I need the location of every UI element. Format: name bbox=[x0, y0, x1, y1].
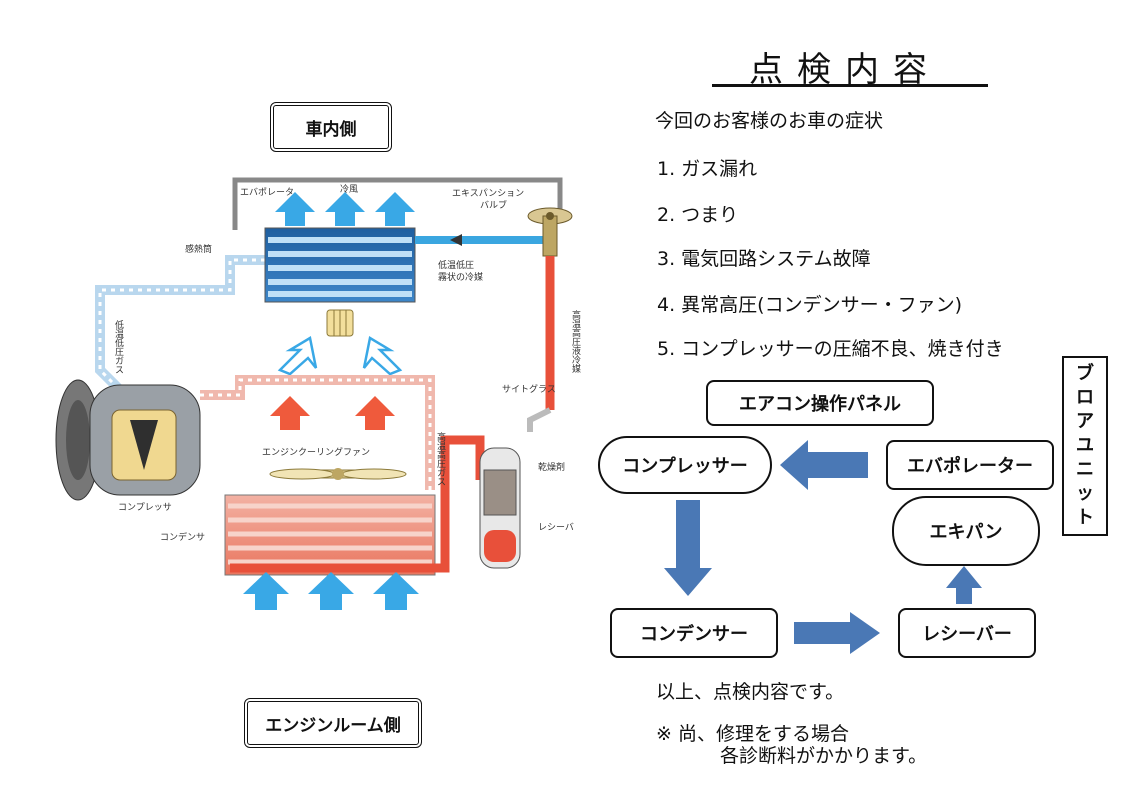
label-compressor: コンプレッサ bbox=[118, 502, 172, 513]
receiver-drier bbox=[479, 447, 521, 569]
control-panel-box: エアコン操作パネル bbox=[706, 380, 934, 426]
label-expansion-valve-1: エキスパンション bbox=[452, 188, 524, 199]
inside-car-label: 車内側 bbox=[270, 102, 392, 152]
flow-arrow-up bbox=[946, 566, 982, 604]
label-low-temp-1: 低温低圧 bbox=[438, 259, 474, 271]
blower-unit-char: ロ bbox=[1076, 387, 1094, 408]
blower-unit-char: ニ bbox=[1076, 459, 1094, 480]
symptom-item: 4. 異常高圧(コンデンサー・ファン) bbox=[657, 294, 962, 316]
label-cold-air: 冷風 bbox=[340, 183, 358, 195]
blower-unit-char: ア bbox=[1076, 411, 1094, 432]
symptom-item: 1. ガス漏れ bbox=[657, 158, 758, 180]
cooling-air-arrows bbox=[243, 572, 419, 610]
expansion-valve-box: エキパン bbox=[892, 496, 1040, 566]
blower-unit-char: ユ bbox=[1076, 435, 1094, 456]
blower-unit-char: ッ bbox=[1076, 483, 1094, 504]
label-high-pressure-gas: 高温高圧ガス bbox=[435, 431, 446, 486]
label-desiccant: 乾燥剤 bbox=[538, 461, 565, 473]
evaporator-box: エバポレーター bbox=[886, 440, 1054, 490]
conclusion-text: 以上、点検内容です。 bbox=[656, 681, 845, 703]
intake-air-arrows bbox=[277, 336, 403, 376]
compressor-unit bbox=[55, 379, 201, 501]
receiver-box: レシーバー bbox=[898, 608, 1036, 658]
blower-unit-char: ブ bbox=[1076, 363, 1094, 384]
page-title: 点検内容 bbox=[749, 50, 941, 90]
label-engine-fan: エンジンクーリングファン bbox=[262, 446, 370, 458]
label-sight-glass: サイトグラス bbox=[502, 383, 556, 395]
label-high-pressure-liquid: 高温高圧液冷媒 bbox=[570, 309, 581, 374]
blower-unit-box: ブ ロ ア ユ ニ ッ ト bbox=[1062, 356, 1108, 536]
note-line-2: 各診断料がかかります。 bbox=[720, 745, 928, 767]
blower-fan bbox=[326, 309, 354, 337]
blower-unit-char: ト bbox=[1076, 507, 1094, 528]
top-pipe bbox=[232, 177, 563, 230]
label-low-temp-2: 霧状の冷媒 bbox=[438, 271, 483, 283]
symptom-item: 3. 電気回路システム故障 bbox=[657, 248, 871, 270]
engine-room-label: エンジンルーム側 bbox=[244, 698, 422, 748]
label-expansion-valve-2: バルブ bbox=[480, 199, 507, 211]
cold-air-arrows bbox=[275, 192, 415, 226]
compressor-box: コンプレッサー bbox=[598, 436, 772, 494]
condenser-outlet-pipe bbox=[230, 435, 485, 573]
label-evaporator: エバポレータ bbox=[240, 187, 294, 198]
low-pressure-return-pipe bbox=[95, 255, 265, 394]
evaporator-coils bbox=[268, 237, 412, 297]
ac-cycle-diagram: エバポレータ 冷風 エキスパンション バルブ 感熱筒 低温低圧 霧状の冷媒 低温… bbox=[55, 177, 581, 610]
heat-arrows bbox=[270, 396, 395, 430]
condenser-box: コンデンサー bbox=[610, 608, 778, 658]
flow-arrow-left bbox=[780, 440, 868, 490]
symptoms-intro: 今回のお客様のお車の症状 bbox=[655, 110, 884, 132]
note-line-1: ※ 尚、修理をする場合 bbox=[656, 723, 849, 745]
flow-arrow-down bbox=[664, 500, 712, 596]
title-underline bbox=[712, 84, 988, 87]
engine-cooling-fan bbox=[269, 468, 407, 480]
expansion-valve bbox=[527, 207, 573, 257]
symptom-item: 5. コンプレッサーの圧縮不良、焼き付き bbox=[657, 338, 1004, 360]
label-receiver: レシーバ bbox=[538, 522, 574, 533]
flow-arrow-right bbox=[794, 612, 880, 654]
condenser-coils bbox=[228, 503, 432, 565]
label-condenser: コンデンサ bbox=[160, 531, 205, 543]
symptom-item: 2. つまり bbox=[657, 204, 739, 226]
label-low-pressure-gas: 低温低圧ガス bbox=[113, 319, 124, 374]
label-heat-sensor: 感熱筒 bbox=[185, 243, 212, 255]
